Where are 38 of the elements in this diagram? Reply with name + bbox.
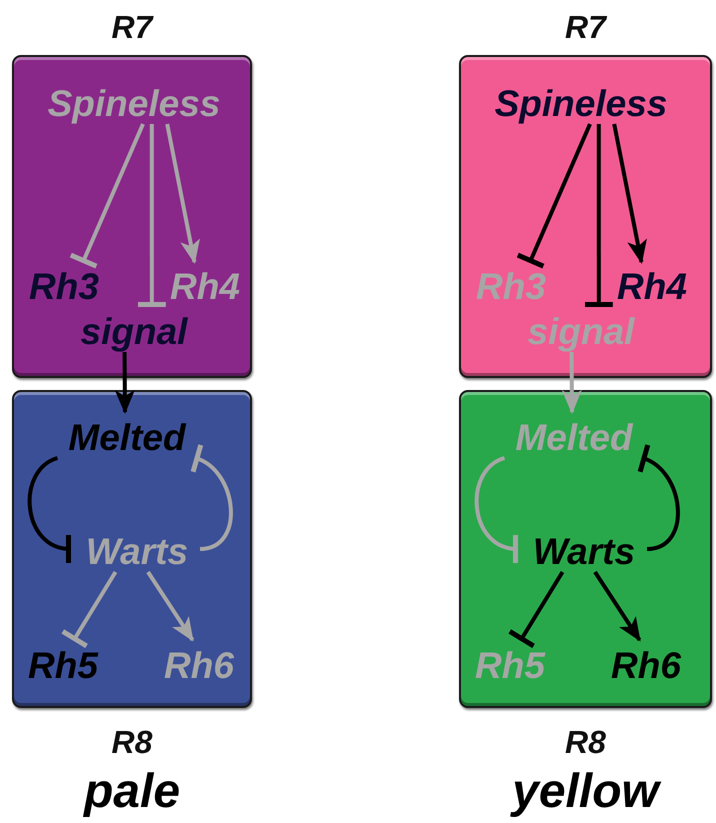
cell-heading: R8 bbox=[110, 723, 154, 762]
activation-arrow bbox=[114, 352, 135, 414]
cell-heading: R7 bbox=[564, 8, 608, 47]
inhibition-line bbox=[474, 456, 520, 563]
phenotype-label: pale bbox=[82, 764, 182, 820]
gene-label: Rh6 bbox=[601, 642, 691, 688]
activation-arrow bbox=[593, 570, 642, 642]
inhibition-line bbox=[28, 456, 73, 563]
inhibition-line bbox=[61, 570, 118, 648]
activation-arrow bbox=[165, 124, 200, 264]
inhibition-line bbox=[584, 124, 613, 307]
gene-label: Rh6 bbox=[154, 642, 244, 688]
activation-arrow bbox=[146, 570, 194, 642]
gene-label: Warts bbox=[72, 528, 202, 574]
phenotype-label: yellow bbox=[459, 764, 712, 820]
activation-arrow bbox=[562, 352, 582, 414]
cell-heading: R7 bbox=[110, 8, 155, 47]
gene-label: Rh3 bbox=[469, 264, 553, 308]
gene-label: Rh4 bbox=[609, 264, 695, 308]
inhibition-line bbox=[516, 123, 592, 268]
cell-heading: R8 bbox=[564, 723, 607, 762]
gene-label: Rh5 bbox=[20, 642, 106, 688]
inhibition-line bbox=[188, 444, 233, 551]
inhibition-line bbox=[70, 123, 145, 268]
gene-label: signal bbox=[519, 308, 643, 354]
activation-arrow bbox=[612, 124, 647, 264]
gene-label: signal bbox=[72, 308, 196, 354]
inhibition-line bbox=[508, 570, 564, 648]
inhibition-line bbox=[138, 124, 166, 307]
gene-label: Rh3 bbox=[22, 264, 106, 308]
gene-label: Rh5 bbox=[467, 642, 553, 688]
inhibition-line bbox=[636, 444, 680, 551]
gene-label: Rh4 bbox=[162, 264, 248, 308]
gene-label: Warts bbox=[519, 528, 649, 574]
gene-label: Spineless bbox=[24, 80, 244, 126]
gene-label: Melted bbox=[499, 414, 649, 460]
gene-label: Melted bbox=[52, 414, 202, 460]
gene-label: Spineless bbox=[471, 80, 691, 126]
